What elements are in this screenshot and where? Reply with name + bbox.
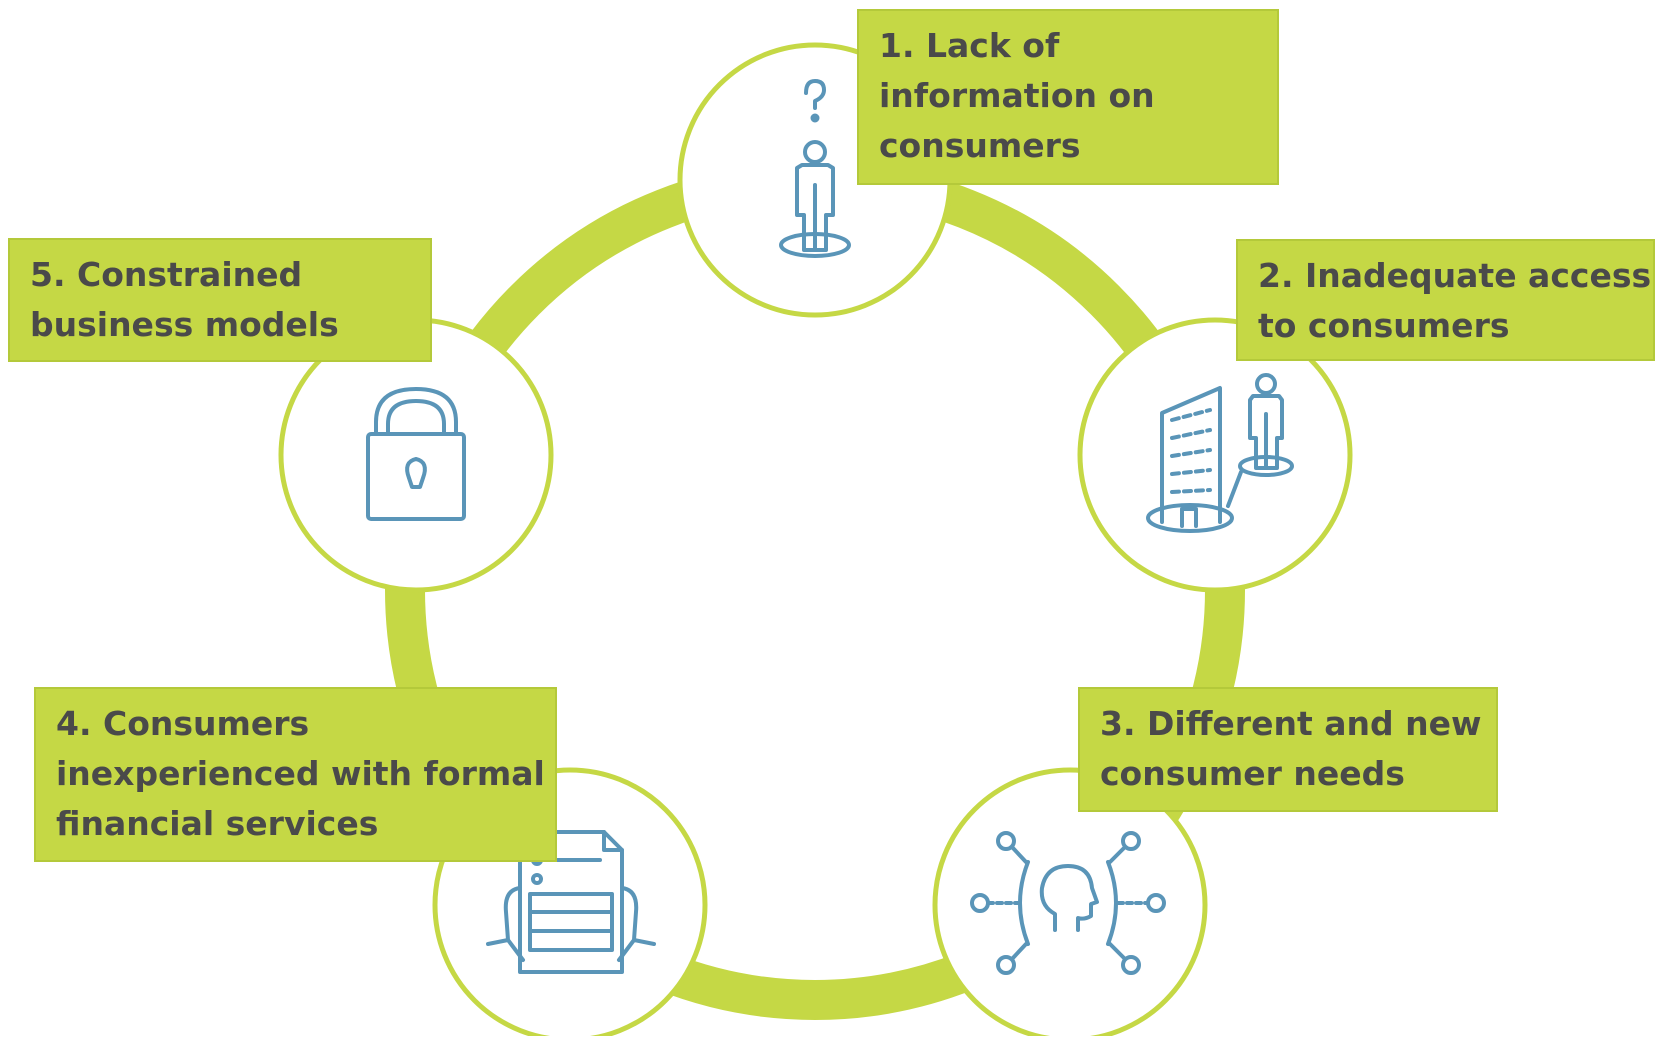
- item-label-2: 2. Inadequate access to consumers: [1236, 239, 1655, 361]
- item-1-line-1: 1. Lack of: [879, 26, 1060, 65]
- item-4-line-1: 4. Consumers: [56, 704, 310, 743]
- person-question-icon: [779, 79, 851, 258]
- item-1-line-3: consumers: [879, 126, 1081, 165]
- item-1-line-2: information on: [879, 76, 1155, 115]
- node-circle-2: [1077, 317, 1353, 593]
- item-3-line-2: consumer needs: [1100, 754, 1405, 793]
- building-person-icon: [1146, 373, 1294, 533]
- head-network-icon: [970, 831, 1166, 975]
- item-3-line-1: 3. Different and new: [1100, 704, 1482, 743]
- item-5-line-2: business models: [30, 305, 339, 344]
- item-5-line-1: 5. Constrained: [30, 255, 303, 294]
- item-2-line-2: to consumers: [1258, 306, 1510, 345]
- item-label-3: 3. Different and new consumer needs: [1078, 687, 1498, 812]
- item-label-5: 5. Constrained business models: [8, 238, 432, 362]
- item-4-line-3: financial services: [56, 804, 379, 843]
- item-4-line-2: inexperienced with formal: [56, 754, 545, 793]
- padlock-icon: [366, 387, 466, 521]
- item-2-line-1: 2. Inadequate access: [1258, 256, 1652, 295]
- item-label-4: 4. Consumers inexperienced with formal f…: [34, 687, 557, 862]
- item-label-1: 1. Lack of information on consumers: [857, 9, 1279, 185]
